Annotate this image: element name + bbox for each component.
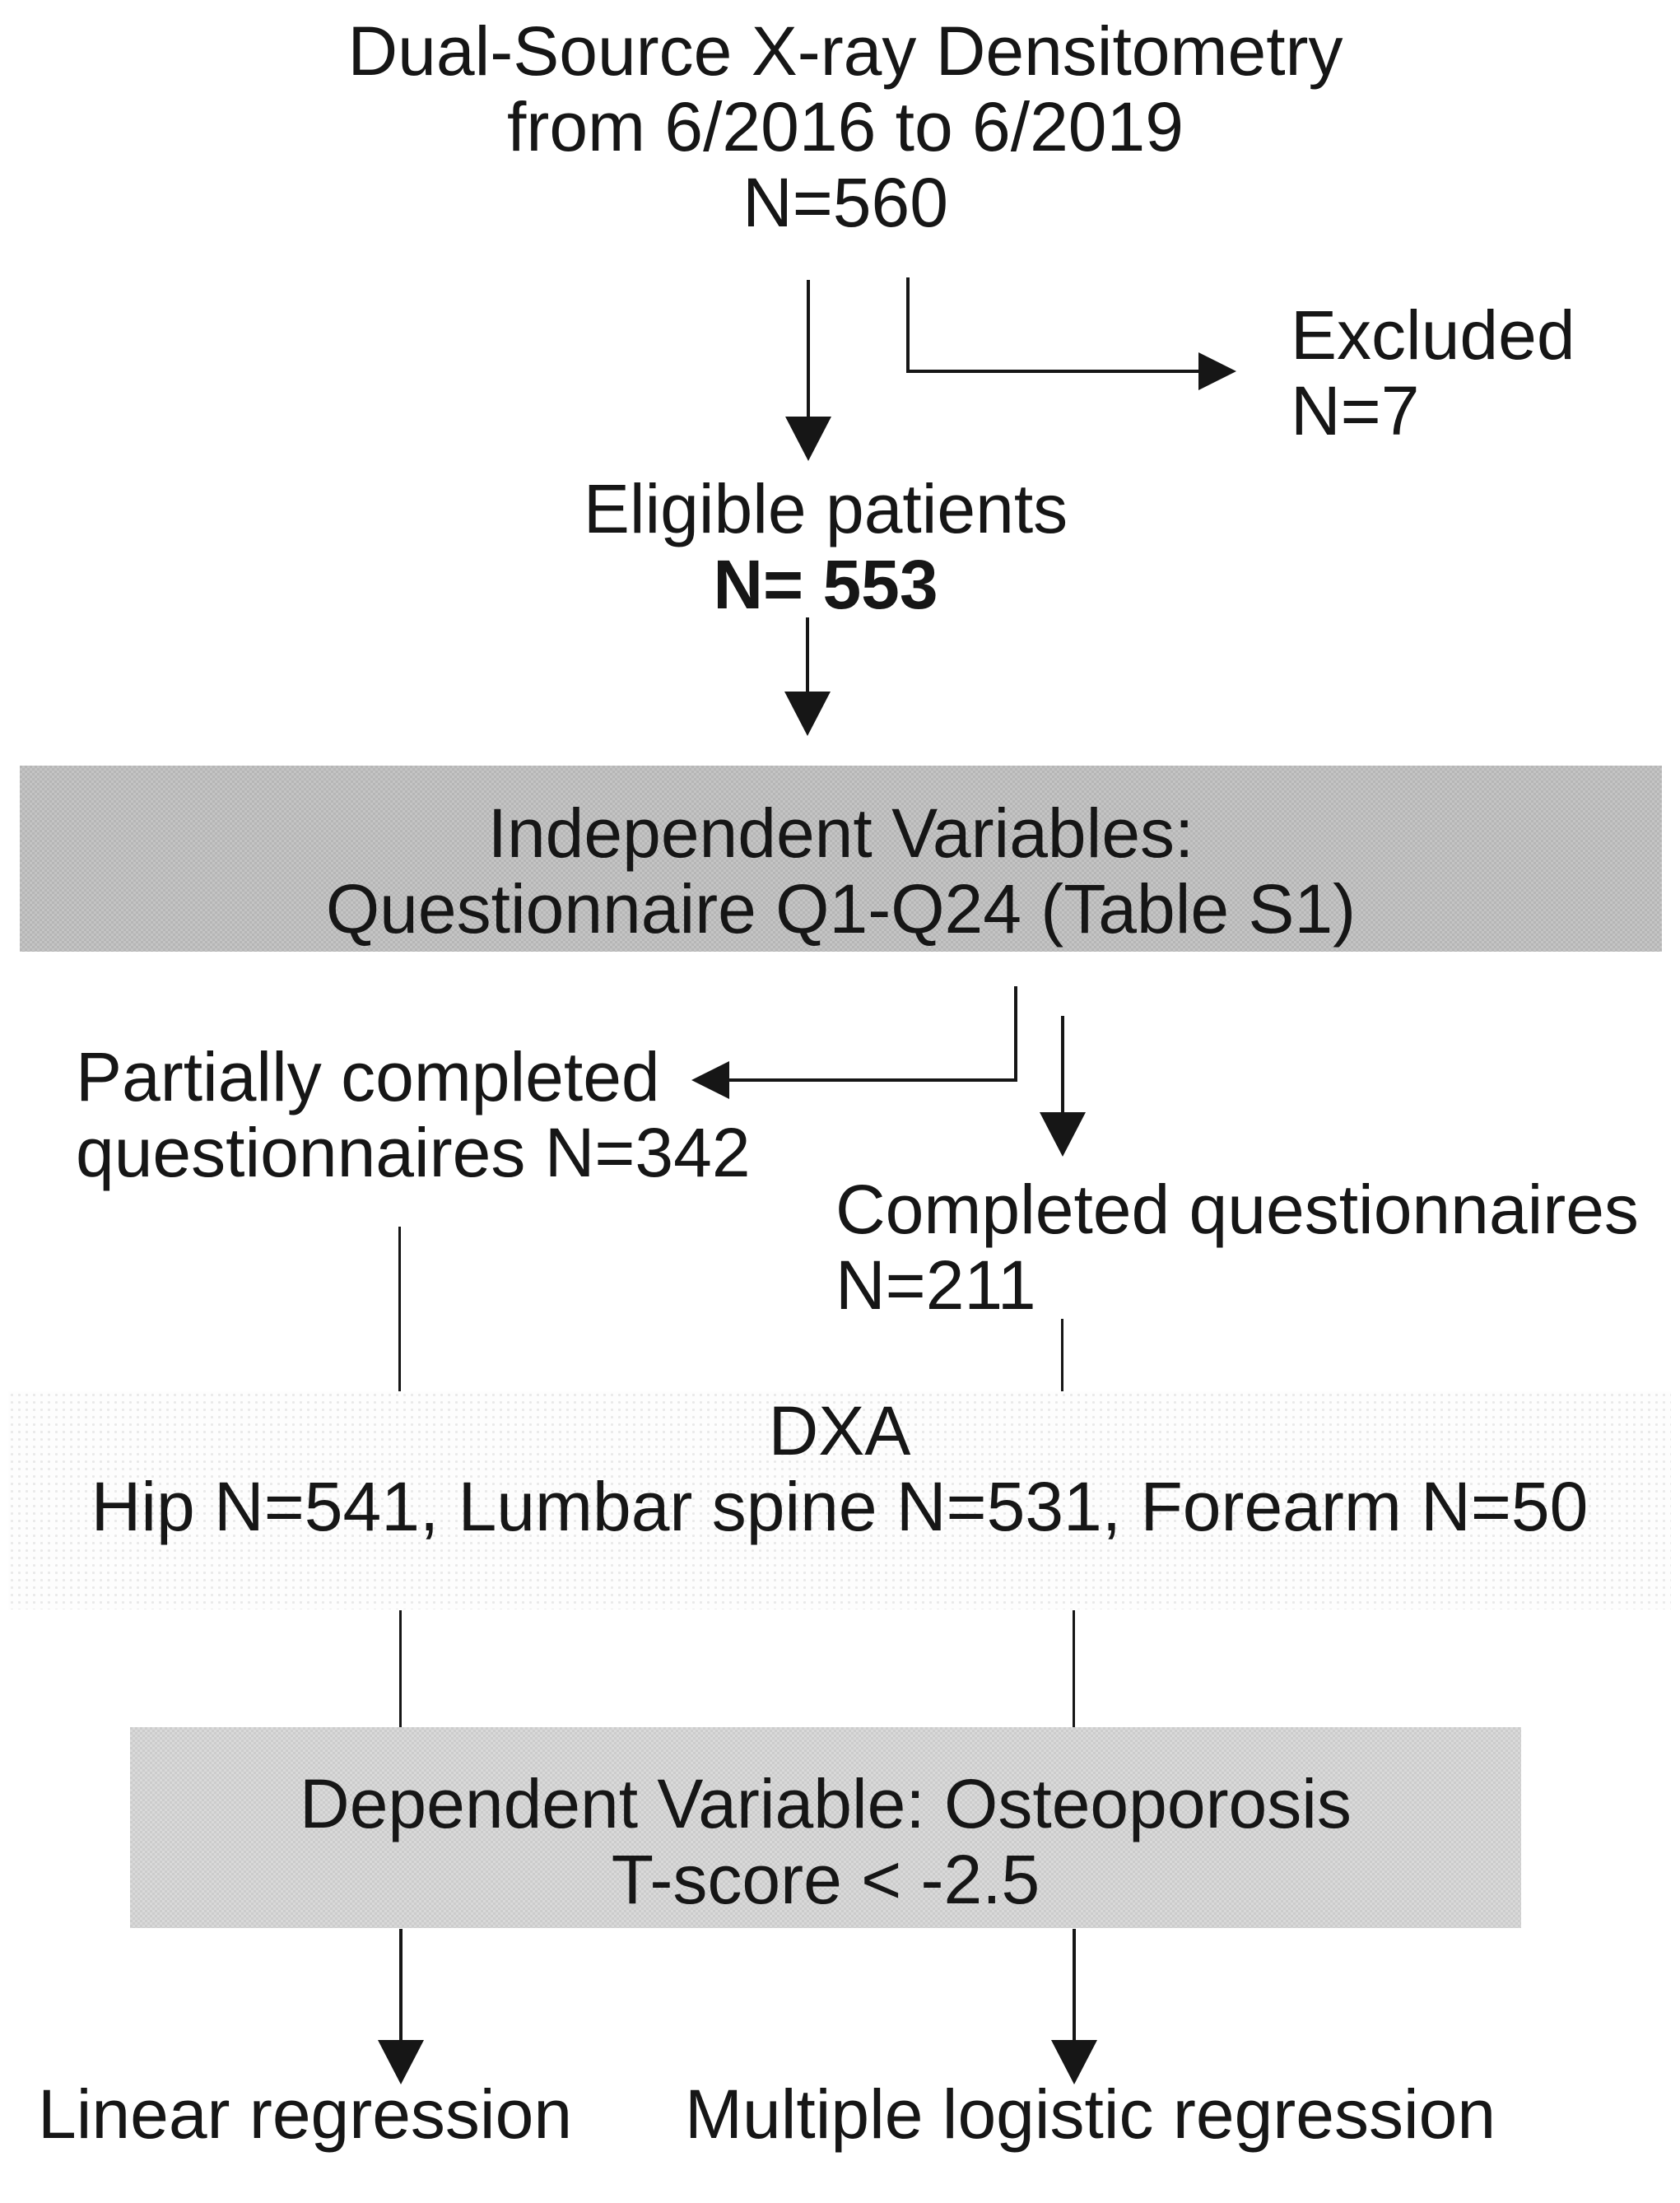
arrow-eligible-to-independent-line [806, 617, 809, 696]
arrow-linear-regression-line [399, 1929, 403, 2044]
eligible-patients-node: Eligible patients N= 553 [0, 471, 1651, 622]
dependent-variable-line2: T-score < -2.5 [611, 1841, 1040, 1918]
linear-regression-label: Linear regression [38, 2075, 573, 2153]
study-source-line1: Dual-Source X-ray Densitometry [347, 12, 1343, 90]
dxa-box: DXA Hip N=541, Lumbar spine N=531, Forea… [8, 1391, 1671, 1609]
connector-left-to-dependent [399, 1610, 402, 1729]
partially-completed-node: Partially completed questionnaires N=342 [76, 1039, 751, 1190]
arrow-source-to-eligible-line [807, 280, 810, 418]
multiple-logistic-regression-label: Multiple logistic regression [685, 2075, 1496, 2153]
excluded-label: Excluded [1291, 296, 1575, 374]
completed-questionnaires-line1: Completed questionnaires [835, 1171, 1639, 1248]
connector-right-to-dependent [1073, 1610, 1075, 1729]
study-source-line2: from 6/2016 to 6/2019 [507, 88, 1184, 165]
eligible-patients-count: N= 553 [713, 546, 938, 623]
arrow-source-to-eligible-head-icon [785, 417, 831, 461]
excluded-node: Excluded N=7 [1291, 297, 1575, 449]
connector-partial-to-dxa [398, 1227, 401, 1391]
branch-partial-hline [728, 1078, 1017, 1082]
completed-questionnaires-node: Completed questionnaires N=211 [835, 1171, 1639, 1323]
independent-variables-line1: Independent Variables: [487, 794, 1194, 872]
arrow-eligible-to-independent-head-icon [784, 692, 831, 736]
excluded-count: N=7 [1291, 372, 1420, 449]
completed-questionnaires-count: N=211 [835, 1246, 1036, 1324]
eligible-patients-label: Eligible patients [583, 470, 1068, 547]
study-source-node: Dual-Source X-ray Densitometry from 6/20… [0, 13, 1680, 240]
partially-completed-line2: questionnaires N=342 [76, 1114, 751, 1191]
arrow-excluded-head-icon [1198, 352, 1236, 390]
arrow-logistic-regression-line [1073, 1929, 1076, 2044]
branch-excluded-vline [906, 277, 910, 371]
independent-variables-box: Independent Variables: Questionnaire Q1-… [20, 766, 1662, 952]
branch-partial-vline [1014, 986, 1017, 1081]
dependent-variable-line1: Dependent Variable: Osteoporosis [300, 1765, 1352, 1842]
dxa-title: DXA [768, 1392, 911, 1469]
study-source-count: N=560 [742, 164, 948, 241]
branch-excluded-hline [906, 370, 1200, 373]
dependent-variable-box: Dependent Variable: Osteoporosis T-score… [130, 1727, 1521, 1928]
independent-variables-line2: Questionnaire Q1-Q24 (Table S1) [325, 870, 1357, 948]
partially-completed-line1: Partially completed [76, 1038, 660, 1115]
arrow-completed-line [1061, 1016, 1064, 1115]
arrow-completed-head-icon [1040, 1112, 1086, 1157]
dxa-counts: Hip N=541, Lumbar spine N=531, Forearm N… [91, 1468, 1589, 1545]
connector-completed-to-dxa [1061, 1319, 1063, 1391]
